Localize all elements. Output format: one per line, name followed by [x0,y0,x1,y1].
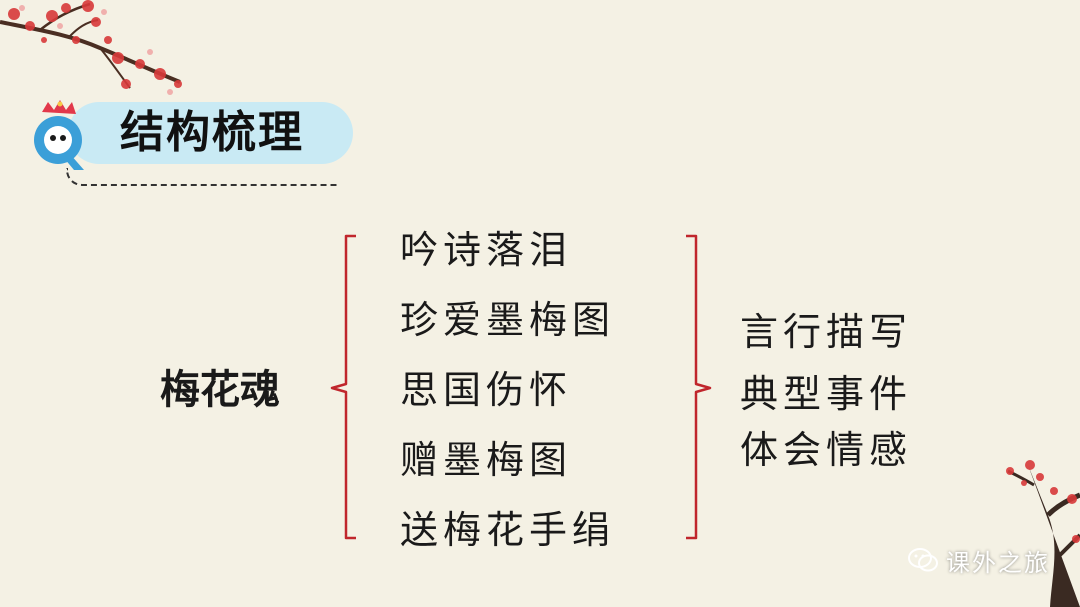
method-list: 言行描写 典型事件 体会情感 [740,304,912,484]
right-brace [686,234,712,540]
q-mascot-icon [34,100,84,170]
event-item: 珍爱墨梅图 [400,298,616,342]
method-item: 典型事件 [740,372,913,416]
event-item: 思国伤怀 [400,368,573,412]
title-pill-background [68,102,353,164]
section-title: 结构梳理 [120,107,304,158]
watermark: 课外之旅 [908,540,1050,580]
event-item: 送梅花手绢 [400,508,616,552]
root-label: 梅花魂 [160,367,280,413]
plum-tree-bottom-right [1006,460,1080,607]
plum-blossom-branch-top-left [0,0,182,95]
wechat-icon [908,548,938,572]
method-item: 体会情感 [740,428,913,472]
event-item: 吟诗落泪 [400,228,573,272]
section-title-block: 结构梳理 [28,96,353,186]
event-list: 吟诗落泪 珍爱墨梅图 思国伤怀 赠墨梅图 送梅花手绢 [400,222,615,572]
left-brace [330,234,356,540]
method-item: 言行描写 [740,310,913,354]
watermark-text: 课外之旅 [946,548,1050,577]
title-dashed-underline [66,168,338,186]
event-item: 赠墨梅图 [400,438,573,482]
